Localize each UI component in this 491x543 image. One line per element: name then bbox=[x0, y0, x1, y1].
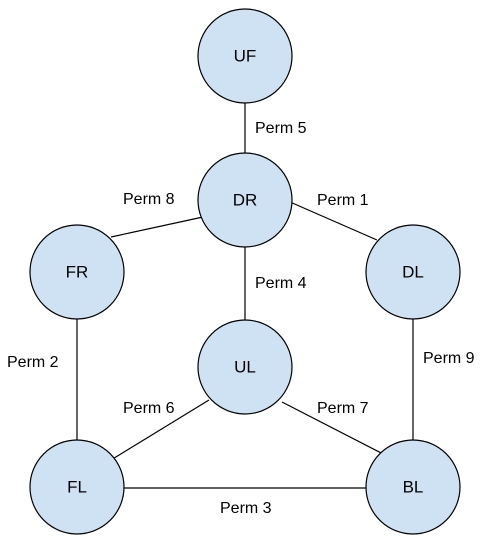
edge-ul-bl bbox=[281, 401, 384, 455]
node-uf: UF bbox=[197, 8, 293, 104]
node-ul: UL bbox=[197, 319, 293, 415]
edge-label-uf-dr: Perm 5 bbox=[255, 120, 307, 137]
node-label-fl: FL bbox=[67, 478, 87, 497]
node-label-dr: DR bbox=[233, 191, 258, 210]
node-bl: BL bbox=[365, 439, 461, 535]
edge-label-fl-bl: Perm 3 bbox=[220, 500, 272, 517]
node-fr: FR bbox=[29, 224, 125, 320]
node-label-dl: DL bbox=[402, 263, 424, 282]
node-label-fr: FR bbox=[66, 263, 89, 282]
edge-label-ul-bl: Perm 7 bbox=[317, 400, 369, 417]
node-label-bl: BL bbox=[403, 478, 424, 497]
edges bbox=[76, 103, 414, 489]
node-label-uf: UF bbox=[234, 47, 257, 66]
edge-dr-dl bbox=[289, 201, 378, 241]
edge-label-dr-dl: Perm 1 bbox=[317, 192, 369, 209]
edge-dr-fr bbox=[110, 216, 204, 238]
edge-labels: Perm 5 Perm 8 Perm 1 Perm 4 Perm 2 Perm … bbox=[7, 120, 475, 517]
edge-label-dl-bl: Perm 9 bbox=[423, 350, 475, 367]
node-dr: DR bbox=[197, 152, 293, 248]
edge-label-ul-fl: Perm 6 bbox=[123, 400, 175, 417]
node-label-ul: UL bbox=[234, 358, 256, 377]
node-dl: DL bbox=[365, 224, 461, 320]
edge-label-dr-fr: Perm 8 bbox=[123, 191, 175, 208]
edge-label-dr-ul: Perm 4 bbox=[255, 275, 307, 292]
node-fl: FL bbox=[29, 439, 125, 535]
edge-label-fr-fl: Perm 2 bbox=[7, 354, 59, 371]
edge-ul-fl bbox=[110, 399, 210, 461]
